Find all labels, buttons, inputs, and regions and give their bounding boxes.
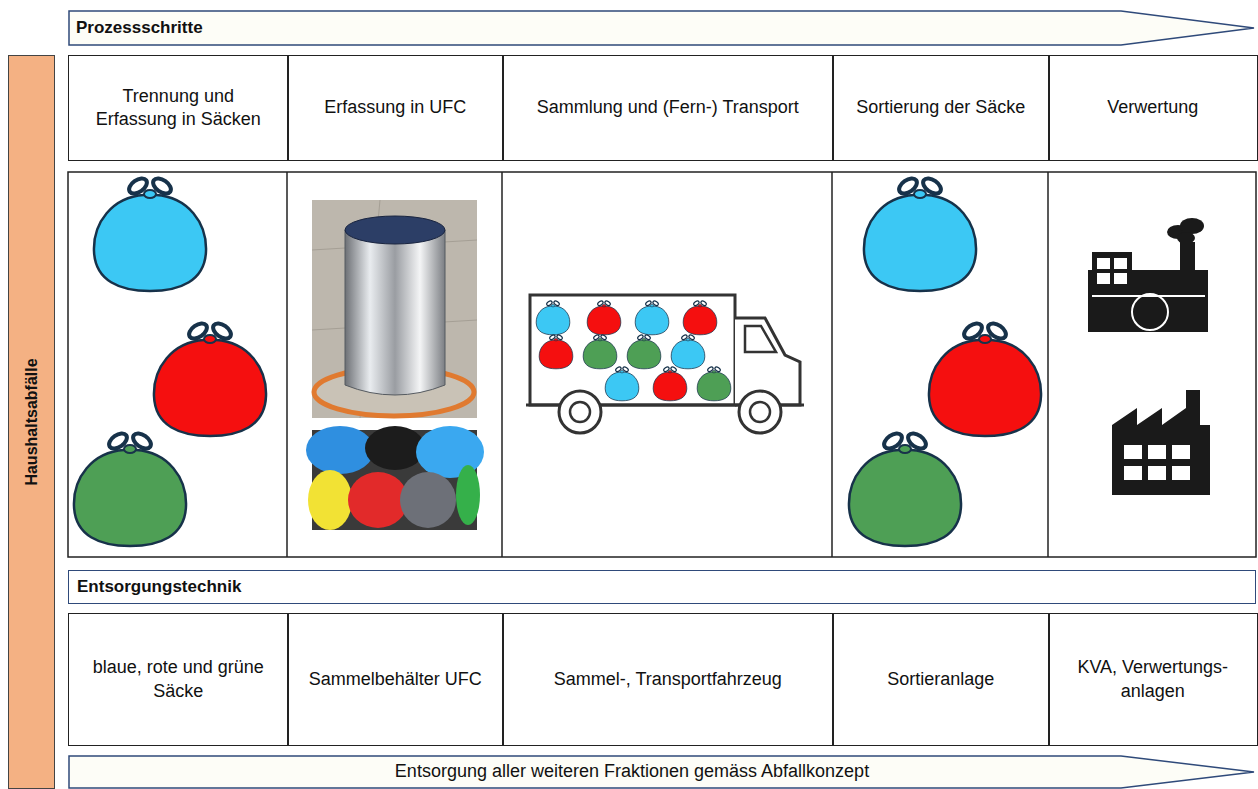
cell-text: Sammelbehälter UFC <box>309 668 482 691</box>
table-frame <box>831 172 833 557</box>
bags-photo <box>400 472 456 528</box>
truck-icon <box>671 334 705 369</box>
table-frame <box>501 172 503 557</box>
recycling-plant-icon <box>1172 466 1190 480</box>
recycling-plant-icon <box>1148 466 1166 480</box>
ufc-photo <box>345 230 445 395</box>
recycling-plant-icon <box>1124 466 1142 480</box>
recycling-plant-icon <box>1172 445 1190 459</box>
incineration-plant-icon <box>1097 258 1110 269</box>
recycling-plant-icon <box>1112 390 1210 495</box>
incineration-plant-icon <box>1092 252 1132 272</box>
truck-icon <box>536 300 570 335</box>
recycling-plant-icon <box>1112 390 1210 495</box>
incineration-plant-icon <box>1114 258 1127 269</box>
incineration-plant-icon <box>1180 218 1204 234</box>
truck-icon <box>539 334 573 369</box>
footer-arrow-band: Entsorgung aller weiteren Fraktionen gem… <box>68 755 1256 789</box>
bags-photo <box>306 426 374 474</box>
recycling-plant-icon <box>1124 445 1142 459</box>
bag-icons <box>74 175 266 546</box>
truck-icon <box>570 402 590 422</box>
cell-text: Prozessschritte <box>76 17 203 39</box>
bag-icons <box>154 320 266 436</box>
incineration-plant-icon <box>1092 295 1205 297</box>
table-frame <box>68 172 1256 557</box>
process-step-cell: Sammlung und (Fern-) Transport <box>502 55 834 161</box>
truck-icon <box>559 391 601 433</box>
incineration-plant-icon <box>1097 273 1110 284</box>
incineration-plant-icon <box>1088 218 1208 332</box>
bag-icons <box>74 430 186 546</box>
process-step-cell: Trennung und Erfassung in Säcken <box>68 55 289 161</box>
bags-photo <box>308 470 352 530</box>
arrow-band-outline <box>69 11 1254 45</box>
truck-icon <box>683 300 717 335</box>
header-arrow-band: Prozessschritte <box>68 10 1256 46</box>
truck-icon <box>530 295 735 405</box>
ufc-photo <box>312 200 477 418</box>
bag-icons <box>864 175 976 291</box>
cell-text: Entsorgungstechnik <box>77 576 241 598</box>
truck-icon <box>750 402 770 422</box>
ufc-photo <box>345 216 445 244</box>
incineration-plant-icon <box>1132 294 1168 330</box>
incineration-plant-icon <box>1088 270 1208 332</box>
cell-text: Trennung und Erfassung in Säcken <box>83 85 274 132</box>
bag-icons <box>94 175 206 291</box>
truck-icon <box>587 300 621 335</box>
cell-text: Erfassung in UFC <box>324 96 466 119</box>
process-step-cell: Verwertung <box>1048 55 1258 161</box>
cell-text: Sammel-, Transportfahrzeug <box>554 668 782 691</box>
technology-cell: Sammel-, Transportfahrzeug <box>502 613 834 746</box>
bag-icons <box>849 175 1041 546</box>
technology-cell: KVA, Verwertungs- anlagen <box>1048 613 1258 746</box>
bag-icons <box>929 320 1041 436</box>
truck-icon <box>627 334 661 369</box>
category-band: Haushaltsabfälle <box>8 55 55 789</box>
cell-text: KVA, Verwertungs- anlagen <box>1063 656 1243 703</box>
cell-text: Entsorgung aller weiteren Fraktionen gem… <box>395 760 869 783</box>
truck-icon <box>739 391 781 433</box>
technology-cell: Sammelbehälter UFC <box>287 613 504 746</box>
bags-photo <box>365 426 425 470</box>
table-frame <box>286 172 288 557</box>
truck-icon <box>605 366 639 401</box>
incineration-plant-icon <box>1114 273 1127 284</box>
truck-icon <box>635 300 669 335</box>
arrow-band-outline <box>68 10 1256 46</box>
technology-cell: Sortieranlage <box>832 613 1050 746</box>
process-step-cell: Erfassung in UFC <box>287 55 504 161</box>
truck-icon <box>745 326 776 352</box>
table-frame <box>1047 172 1049 557</box>
ufc-photo <box>312 200 477 418</box>
section-band: Entsorgungstechnik <box>68 570 1256 604</box>
truck-icon <box>697 366 731 401</box>
recycling-plant-icon <box>1148 445 1166 459</box>
bags-photo <box>306 426 484 530</box>
table-frame <box>68 172 1256 557</box>
truck-icon <box>653 366 687 401</box>
vertical-label: Haushaltsabfälle <box>21 358 42 485</box>
cell-text: blaue, rote und grüne Säcke <box>83 656 274 703</box>
cell-text: Sammlung und (Fern-) Transport <box>537 96 799 119</box>
bag-icons <box>849 430 961 546</box>
truck-icon <box>526 295 804 433</box>
cell-text: Verwertung <box>1107 96 1198 119</box>
cell-text: Sortieranlage <box>887 668 994 691</box>
technology-cell: blaue, rote und grüne Säcke <box>68 613 289 746</box>
bags-photo <box>456 465 480 525</box>
cell-text: Sortierung der Säcke <box>856 96 1025 119</box>
arrow-band-outline <box>69 756 1254 788</box>
truck-icon <box>583 334 617 369</box>
bags-photo <box>348 472 408 528</box>
process-step-cell: Sortierung der Säcke <box>832 55 1050 161</box>
